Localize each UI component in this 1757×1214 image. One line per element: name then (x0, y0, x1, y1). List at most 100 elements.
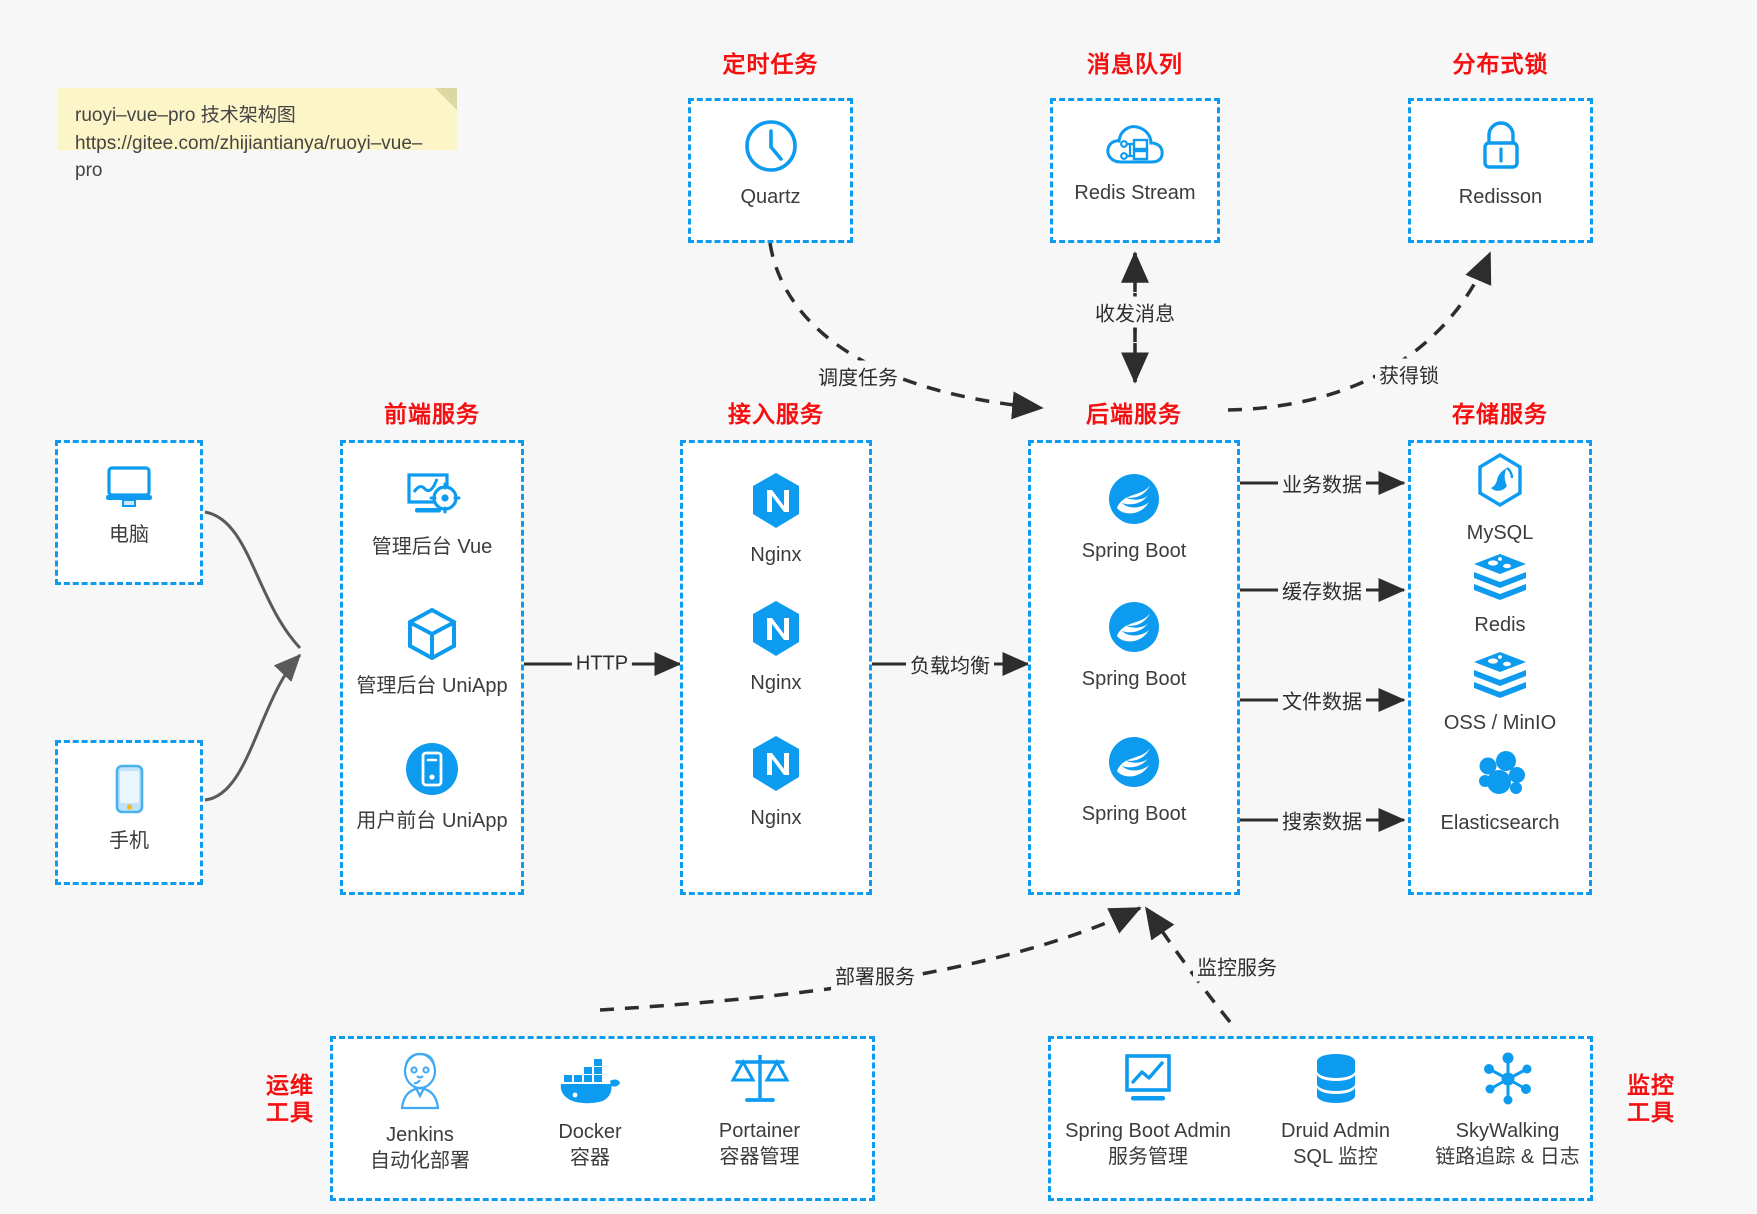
spring-boot-icon (1105, 470, 1163, 533)
node-jenkins[interactable]: Jenkins 自动化部署 (335, 1050, 505, 1174)
smartphone-icon (108, 762, 150, 823)
node-sublabel: 服务管理 (1108, 1145, 1188, 1168)
node-phone[interactable]: 手机 (55, 762, 203, 855)
group-box-devops (330, 1036, 875, 1201)
node-redisson[interactable]: Redisson (1408, 118, 1593, 211)
node-label: 管理后台 UniApp (356, 675, 508, 697)
node-label: Quartz (740, 186, 801, 208)
spring-boot-icon (1105, 733, 1163, 796)
node-docker[interactable]: Docker 容器 (505, 1055, 675, 1171)
desktop-monitor-icon (101, 460, 157, 517)
node-quartz[interactable]: Quartz (688, 118, 853, 211)
group-label-monitor: 监控 工具 (1606, 1072, 1696, 1126)
group-label-scheduler: 定时任务 (722, 51, 819, 77)
node-label: Elasticsearch (1440, 812, 1560, 834)
spring-boot-icon (1105, 598, 1163, 661)
node-nginx-2[interactable]: Nginx (680, 598, 872, 697)
node-admin-uniapp[interactable]: 管理后台 UniApp (340, 605, 524, 700)
dashboard-settings-icon (401, 468, 463, 529)
redis-icon (1471, 648, 1529, 705)
node-sublabel: SQL 监控 (1293, 1145, 1378, 1168)
group-label-devops-line1: 运维 (266, 1072, 314, 1098)
node-sublabel: 容器 (570, 1146, 610, 1169)
node-nginx-1[interactable]: Nginx (680, 470, 872, 569)
nginx-icon (748, 598, 804, 665)
group-label-mq: 消息队列 (1087, 51, 1183, 77)
group-label-monitor-line1: 监控 (1627, 1072, 1675, 1098)
group-box-frontend (340, 440, 524, 895)
edge-label-file-data: 文件数据 (1278, 684, 1366, 716)
monitor-chart-icon (1117, 1050, 1179, 1113)
title-note: ruoyi–vue–pro 技术架构图 https://gitee.com/zh… (57, 88, 457, 181)
group-label-backend: 后端服务 (1086, 401, 1182, 427)
node-sublabel: 容器管理 (719, 1145, 800, 1168)
scales-icon (729, 1050, 790, 1113)
node-user-uniapp[interactable]: 用户前台 UniApp (340, 740, 524, 835)
node-label: Spring Boot (1081, 540, 1187, 562)
skywalking-node-icon (1479, 1050, 1537, 1113)
group-box-mq (1050, 98, 1220, 243)
group-label-devops-line2: 工具 (266, 1099, 314, 1126)
node-nginx-3[interactable]: Nginx (680, 733, 872, 832)
node-druid-admin[interactable]: Druid Admin SQL 监控 (1248, 1050, 1423, 1170)
clock-icon (743, 118, 799, 179)
node-label: Redisson (1458, 186, 1543, 208)
node-sublabel: 链路追踪 & 日志 (1435, 1145, 1580, 1168)
node-label: MySQL (1466, 522, 1534, 544)
node-label: 手机 (109, 830, 149, 852)
node-label: Nginx (750, 672, 802, 694)
note-fold-corner (435, 88, 457, 110)
node-skywalking[interactable]: SkyWalking 链路追踪 & 日志 (1420, 1050, 1595, 1170)
group-label-devops: 运维 工具 (250, 1072, 330, 1126)
node-spring-boot-admin[interactable]: Spring Boot Admin 服务管理 (1048, 1050, 1248, 1170)
node-portainer[interactable]: Portainer 容器管理 (672, 1050, 847, 1170)
group-box-pc (55, 440, 203, 585)
node-spring-boot-2[interactable]: Spring Boot (1028, 598, 1240, 693)
nginx-icon (748, 470, 804, 537)
cloud-network-icon (1104, 118, 1166, 175)
jenkins-icon (390, 1050, 450, 1117)
cube-icon (403, 605, 461, 668)
node-elasticsearch[interactable]: Elasticsearch (1408, 748, 1592, 837)
edge-label-acquire-lock: 获得锁 (1375, 358, 1443, 390)
node-label: Nginx (750, 807, 802, 829)
node-pc[interactable]: 电脑 (55, 460, 203, 549)
node-admin-vue[interactable]: 管理后台 Vue (340, 468, 524, 561)
node-label: Redis (1474, 614, 1526, 636)
edge-label-send-receive-msg: 收发消息 (1091, 296, 1179, 328)
group-label-gateway: 接入服务 (728, 401, 824, 427)
edge-label-load-balance: 负载均衡 (906, 648, 994, 680)
edge-label-schedule-task: 调度任务 (814, 360, 902, 392)
note-line-1: ruoyi–vue–pro 技术架构图 (75, 105, 296, 126)
node-label: Docker (558, 1121, 622, 1143)
node-label: Spring Boot (1081, 803, 1187, 825)
group-box-lock (1408, 98, 1593, 243)
nginx-icon (748, 733, 804, 800)
node-spring-boot-3[interactable]: Spring Boot (1028, 733, 1240, 828)
node-label: Jenkins (386, 1124, 454, 1146)
edge-label-deploy-service: 部署服务 (831, 959, 919, 991)
group-label-lock: 分布式锁 (1452, 51, 1549, 77)
redis-icon (1471, 550, 1529, 607)
database-icon (1307, 1050, 1365, 1113)
node-redis-stream[interactable]: Redis Stream (1050, 118, 1220, 207)
node-sublabel: 自动化部署 (370, 1149, 470, 1172)
node-label: Spring Boot Admin (1065, 1120, 1231, 1142)
edge-label-monitor-service: 监控服务 (1193, 950, 1281, 982)
edge-label-search-data: 搜索数据 (1278, 804, 1366, 836)
node-label: Portainer (718, 1120, 801, 1142)
node-oss-minio[interactable]: OSS / MinIO (1408, 648, 1592, 737)
group-label-storage: 存储服务 (1452, 401, 1548, 427)
lock-icon (1474, 118, 1528, 179)
node-label: OSS / MinIO (1443, 712, 1557, 734)
node-mysql[interactable]: MySQL (1408, 452, 1592, 547)
node-label: 用户前台 UniApp (356, 810, 508, 832)
node-label: Nginx (750, 544, 802, 566)
mysql-icon (1473, 452, 1527, 515)
node-spring-boot-1[interactable]: Spring Boot (1028, 470, 1240, 565)
node-label: SkyWalking (1455, 1120, 1560, 1142)
node-label: 管理后台 Vue (371, 536, 493, 558)
edge-label-http: HTTP (571, 651, 633, 677)
node-label: Redis Stream (1074, 182, 1196, 204)
node-redis[interactable]: Redis (1408, 550, 1592, 639)
